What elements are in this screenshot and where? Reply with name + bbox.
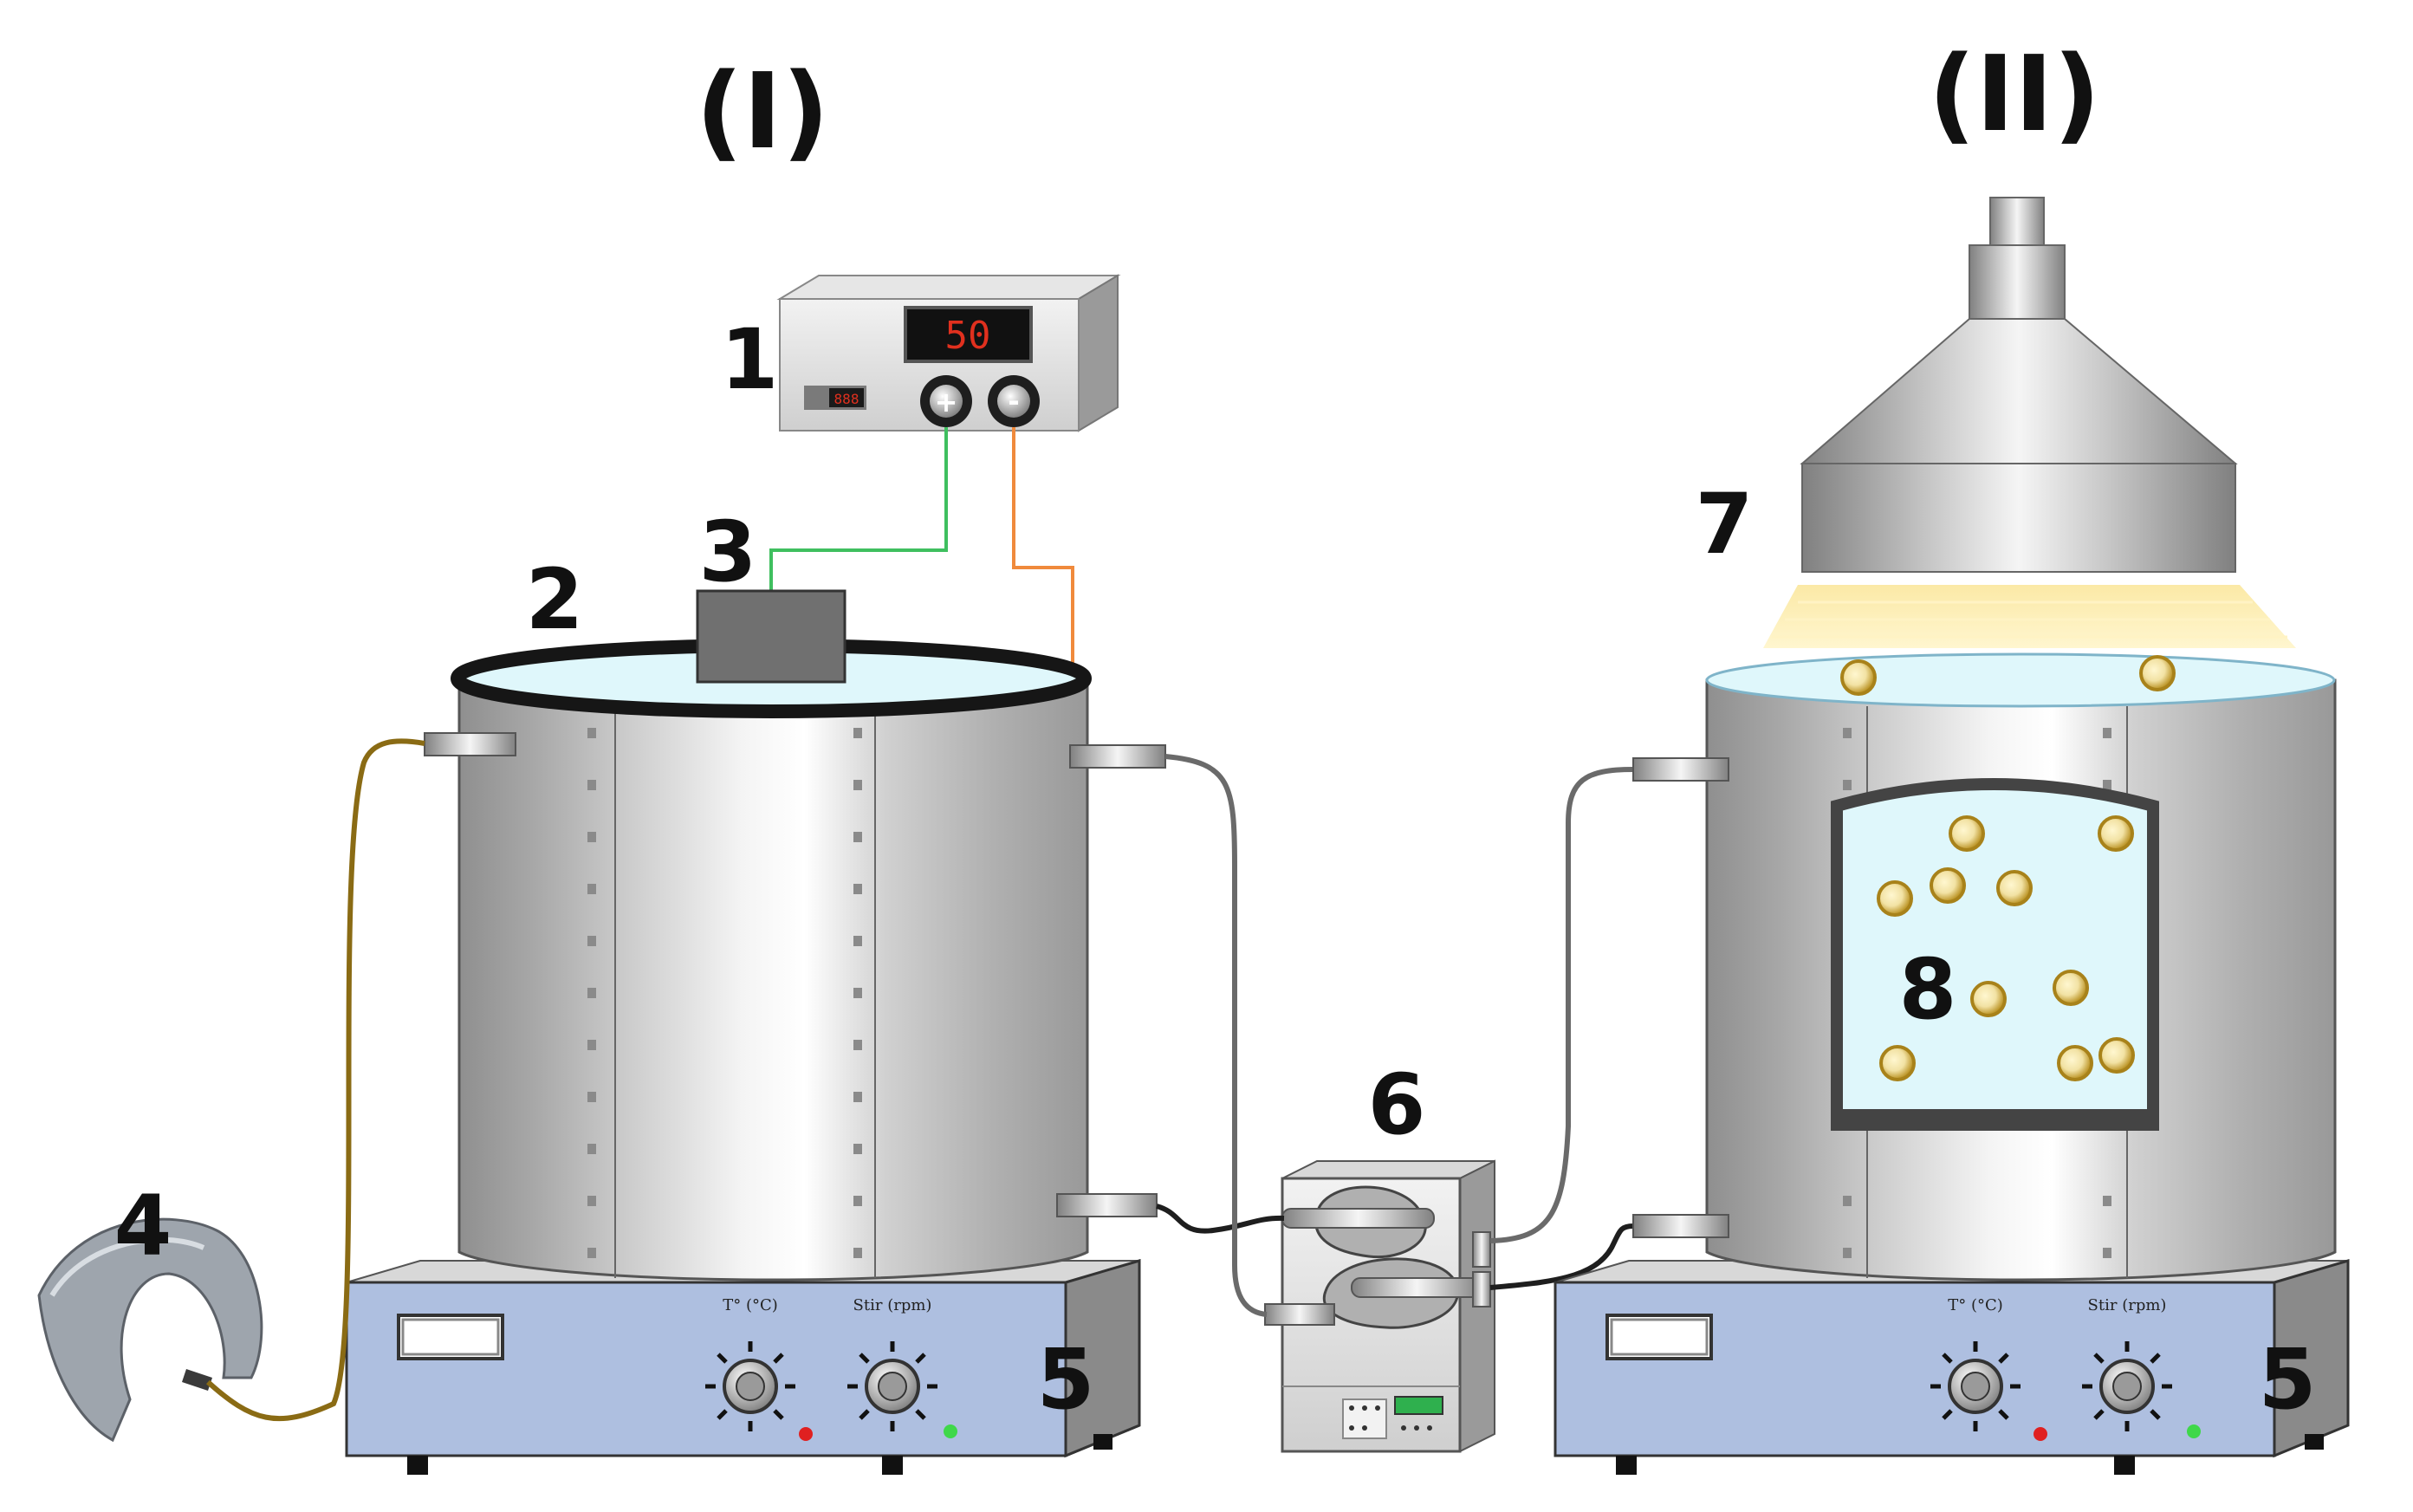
label-6: 6 bbox=[1368, 1056, 1426, 1153]
label-8: 8 bbox=[1899, 941, 1957, 1038]
uv-lamp bbox=[1763, 197, 2296, 648]
pump-tube-lower bbox=[1351, 1277, 1482, 1298]
photoreactor bbox=[1632, 652, 2337, 1282]
power-supply: 50 888 + - bbox=[776, 274, 1121, 432]
stir-dial-label-left: Stir (rpm) bbox=[853, 1296, 932, 1314]
pump-port-left bbox=[1264, 1303, 1335, 1326]
particle bbox=[1877, 880, 1913, 917]
label-5-right: 5 bbox=[2259, 1331, 2317, 1428]
reactor-ii-window bbox=[1831, 778, 2159, 1131]
particle bbox=[1996, 870, 2033, 906]
hotplate-stirrer-left: T° (°C) Stir (rpm) bbox=[345, 1258, 1141, 1475]
particle bbox=[2053, 970, 2089, 1006]
reactor-ii-water bbox=[1705, 652, 2336, 708]
pump-display bbox=[1394, 1396, 1443, 1415]
hotplate-display-right bbox=[1605, 1314, 1713, 1360]
label-4: 4 bbox=[114, 1178, 172, 1275]
label-5-left: 5 bbox=[1037, 1331, 1095, 1428]
particle bbox=[2139, 655, 2176, 691]
negative-terminal-sign: - bbox=[1008, 385, 1019, 418]
particle bbox=[1840, 659, 1877, 696]
reactor-i-air-inlet bbox=[424, 732, 516, 756]
label-7: 7 bbox=[1696, 476, 1754, 573]
temperature-dial-right[interactable] bbox=[1930, 1341, 2021, 1431]
reactor-i-lower-port bbox=[1056, 1193, 1158, 1217]
particle bbox=[2098, 1037, 2135, 1074]
particle bbox=[2057, 1045, 2093, 1081]
tube-from-reactor-ii-bottom bbox=[1489, 1223, 1634, 1290]
heat-indicator-right bbox=[2034, 1427, 2047, 1441]
section-title-ii: (II) bbox=[1929, 35, 2101, 155]
lamp-light-beam bbox=[1763, 585, 2296, 648]
section-title-i: (I) bbox=[696, 52, 829, 172]
temp-dial-label-right: T° (°C) bbox=[1948, 1296, 2003, 1314]
negative-wire bbox=[1012, 427, 1074, 672]
temperature-dial-left[interactable] bbox=[705, 1341, 795, 1431]
particle bbox=[1949, 815, 1985, 852]
particle bbox=[1970, 981, 2007, 1017]
photocatalyst-particles bbox=[1840, 655, 2176, 1081]
pump-tube-upper bbox=[1281, 1208, 1435, 1229]
air-pump bbox=[37, 1217, 263, 1443]
tube-reactor-i-out bbox=[1156, 1204, 1285, 1234]
hotplate-stirrer-right: T° (°C) Stir (rpm) bbox=[1554, 1258, 2350, 1475]
reactor-ii-upper-port bbox=[1632, 757, 1729, 782]
stir-dial-label-right: Stir (rpm) bbox=[2088, 1296, 2167, 1314]
electrochemical-reactor bbox=[424, 589, 1166, 1282]
stir-dial-right[interactable] bbox=[2082, 1341, 2172, 1431]
particle bbox=[1930, 867, 1966, 904]
air-tube bbox=[205, 738, 425, 1422]
power-display bbox=[904, 306, 1033, 363]
pump-keypad[interactable] bbox=[1342, 1398, 1387, 1439]
label-3: 3 bbox=[699, 503, 757, 600]
stir-dial-left[interactable] bbox=[847, 1341, 937, 1431]
temp-dial-label-left: T° (°C) bbox=[723, 1296, 778, 1314]
hotplate-display-left bbox=[397, 1314, 504, 1360]
positive-wire bbox=[769, 427, 948, 591]
label-1: 1 bbox=[721, 311, 779, 408]
pump-port-upper bbox=[1472, 1231, 1491, 1268]
electrode-plate bbox=[696, 589, 846, 684]
positive-terminal-sign: + bbox=[935, 386, 958, 419]
power-indicator-left bbox=[944, 1424, 957, 1438]
tube-reactor-i-return bbox=[1164, 754, 1268, 1317]
power-indicator-right bbox=[2187, 1424, 2201, 1438]
particle bbox=[1879, 1045, 1916, 1081]
particle bbox=[2098, 815, 2134, 852]
power-mini-display: 888 bbox=[834, 391, 859, 407]
pump-port-lower bbox=[1472, 1271, 1491, 1308]
tube-to-reactor-ii-top bbox=[1489, 767, 1634, 1243]
power-display-value: 50 bbox=[945, 314, 991, 358]
label-2: 2 bbox=[526, 551, 584, 648]
reactor-ii-lower-port bbox=[1632, 1214, 1729, 1238]
reactor-i-upper-port bbox=[1069, 744, 1166, 769]
peristaltic-pump bbox=[1264, 1159, 1495, 1453]
heat-indicator-left bbox=[799, 1427, 813, 1441]
